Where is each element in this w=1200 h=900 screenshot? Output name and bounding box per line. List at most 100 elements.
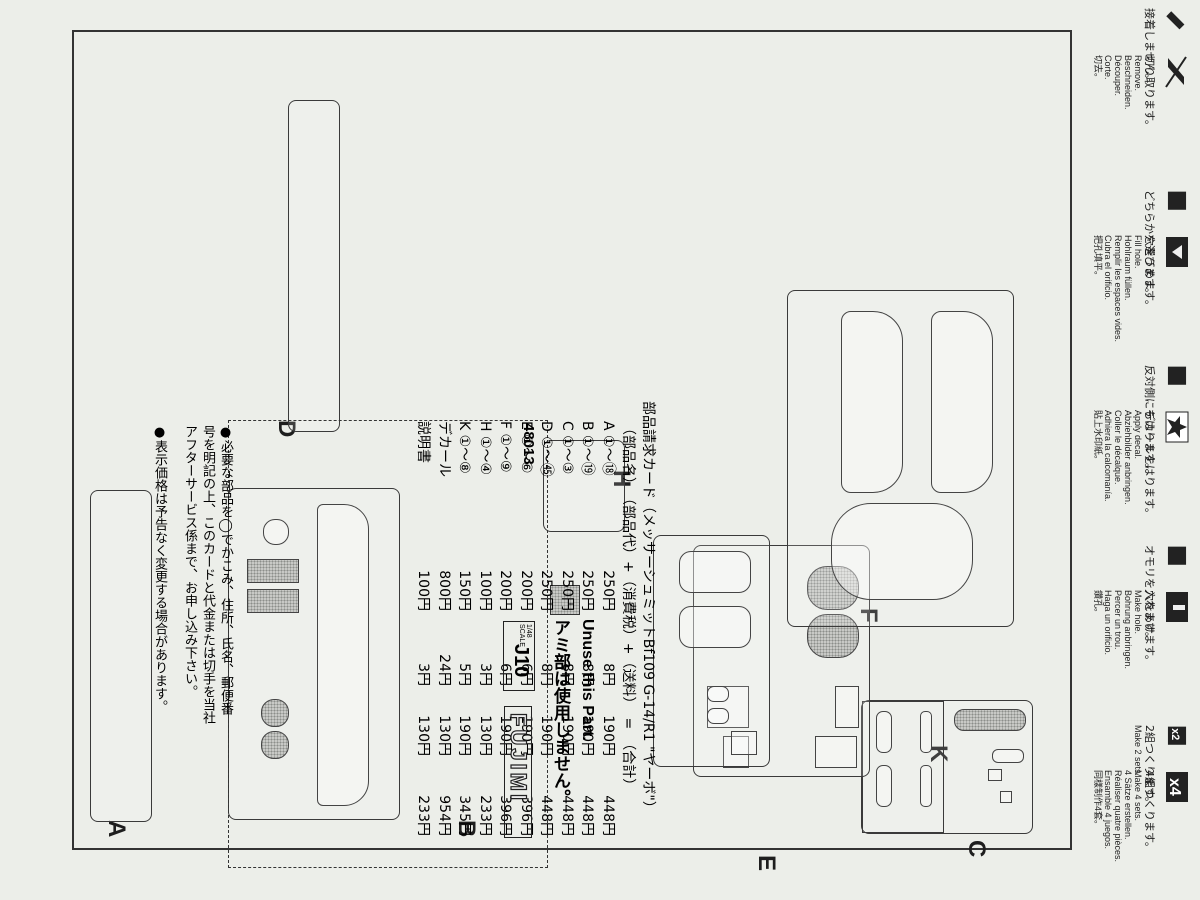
order-cell-ship: 190円 [559, 715, 575, 756]
parts-tree-d [288, 100, 340, 432]
brand-logo: FUJIMI [505, 712, 531, 804]
order-notes: ●必要な部品を◯でかこみ、住所、氏名、郵便番号を明記の上、このカードと代金または… [150, 425, 233, 725]
no-glue-icon [1166, 11, 1185, 30]
legend-text-es: Corte. [1103, 55, 1113, 80]
choose-icon [1167, 191, 1187, 210]
brand-box: FUJIMI [504, 706, 532, 838]
product-number: 48013 [520, 423, 537, 465]
order-cell-price: 100円 [477, 570, 493, 611]
legend-text-zh: 切去。 [1093, 55, 1103, 83]
order-cell-name: C ①〜③ [559, 421, 575, 475]
drill-hole-icon [1166, 592, 1188, 622]
part-k-2 [920, 765, 932, 807]
order-cell-name: B ①〜⑲ [579, 421, 596, 476]
legend-text-jp: オモリを入れます。 [1143, 545, 1156, 643]
part-c-3 [831, 503, 973, 600]
part-c-1 [841, 311, 903, 493]
legend-text-zh: 同樣制作4套。 [1093, 770, 1103, 830]
legend-text-fr: Réaliser quatre pièces. [1113, 770, 1123, 863]
legend-text-en: Fill hole. [1133, 235, 1143, 269]
part-k-6 [954, 709, 1026, 731]
legend-text-fr: Remplir les espaces vides. [1113, 235, 1123, 343]
order-cell-total: 448円 [538, 795, 555, 836]
unused-parts-legend: アミ部は使用しません。 Unuse this Part. [548, 585, 608, 815]
legend-text-jp: どちらかを選びます。 [1143, 190, 1156, 299]
order-cell-name: 説明書 [415, 421, 432, 463]
legend-text-de: Bohrung anbringen. [1123, 590, 1133, 670]
order-cell-price: 150円 [456, 570, 473, 611]
order-cell-name: D ①〜㊺ [538, 421, 555, 477]
legend-text-de: Abziehbilder anbringen. [1123, 410, 1133, 505]
legend-text-zh: 貼上水印紙。 [1093, 410, 1103, 465]
order-cell-price: 250円 [600, 570, 616, 611]
order-cell-name: F ①〜⑨ [497, 421, 514, 473]
order-cell-ship: 130円 [477, 715, 493, 756]
order-cell-price: 250円 [559, 570, 575, 611]
part-k-5 [876, 765, 892, 807]
unused-swatch [550, 585, 580, 615]
legend-text-de: 4 Sätze erstellen. [1123, 770, 1133, 840]
order-cell-tax: 8円 [579, 663, 596, 686]
legend-text-jp: 2組つくります。 [1143, 725, 1156, 808]
order-cell-total: 448円 [559, 795, 575, 836]
opposite-side-icon [1167, 366, 1187, 385]
order-cell-total: 448円 [600, 795, 616, 836]
legend-text-jp: 反対側にもはります。 [1143, 365, 1156, 474]
legend-text-es: Adhiera la calcomanía. [1103, 410, 1113, 502]
fill-hole-icon [1166, 237, 1188, 267]
legend-text-en: Apply decal. [1133, 410, 1143, 460]
scale-badge: 1/48 SCALE J10 [503, 621, 535, 691]
part-e-3 [707, 686, 729, 702]
decal-icon [1165, 411, 1189, 443]
order-cell-ship: 190円 [579, 715, 596, 756]
order-cell-price: 200円 [497, 570, 514, 611]
order-cell-ship: 190円 [600, 715, 616, 756]
order-cell-ship: 130円 [415, 715, 432, 756]
legend-text-es: Cubra el orificio. [1103, 235, 1113, 301]
order-cell-ship: 190円 [538, 715, 555, 756]
order-card-rotated: 部品請求カード（メッサーシュミットBf109 G-14/R1 "ヤーボ"） （部… [229, 401, 656, 867]
legend-text-de: Hohlraum füllen. [1123, 235, 1133, 301]
order-cell-total: 345円 [456, 795, 473, 836]
part-c-2 [931, 311, 993, 493]
order-cell-tax: 3円 [415, 663, 432, 686]
order-card-title: 部品請求カード（メッサーシュミットBf109 G-14/R1 "ヤーボ"） [640, 401, 656, 815]
legend-text-zh: 把孔填平。 [1093, 235, 1103, 281]
order-cell-tax: 5円 [456, 663, 473, 686]
parts-tree-b [90, 490, 152, 822]
part-f-1 [815, 736, 857, 768]
order-note-2: ●表示価格は予告なく変更する場合があります。 [152, 425, 167, 713]
legend-text-de: Beschneiden. [1123, 55, 1133, 110]
legend-text-en: Remove. [1133, 55, 1143, 92]
order-cell-price: 250円 [579, 570, 596, 611]
make-two-icon: x2 [1167, 726, 1187, 745]
order-cell-name: H ①〜④ [477, 421, 493, 476]
order-cell-tax: 8円 [600, 663, 616, 686]
order-cell-total: 233円 [415, 795, 432, 836]
legend-text-zh: 鑽孔。 [1093, 590, 1103, 618]
unused-label-en: Unuse this Part. [579, 619, 596, 741]
make-four-icon: x4 [1166, 772, 1188, 802]
legend-text-es: Ensamble 4 juegos. [1103, 770, 1113, 850]
part-e-5 [679, 606, 751, 648]
part-k-1 [920, 711, 932, 753]
order-cell-price: 200円 [518, 570, 534, 611]
order-cell-name: デカール [436, 421, 452, 477]
part-f-5 [835, 686, 859, 728]
order-cell-ship: 130円 [436, 715, 452, 756]
parts-tree-k [861, 700, 1033, 834]
legend-text-jp: 接着しません。 [1143, 8, 1156, 85]
order-cell-total: 233円 [477, 795, 493, 836]
legend-panel: 切り取ります。 Remove. Beschneiden. Découper. C… [1075, 0, 1200, 900]
order-note-1: ●必要な部品を◯でかこみ、住所、氏名、郵便番号を明記の上、このカードと代金または… [182, 425, 233, 724]
legend-text-en: Make hole. [1133, 590, 1143, 635]
part-e-6 [679, 551, 751, 593]
order-cell-name: K ①〜⑧ [456, 421, 473, 474]
parts-tree-c [787, 290, 1014, 627]
tree-letter-c: C [963, 840, 990, 858]
